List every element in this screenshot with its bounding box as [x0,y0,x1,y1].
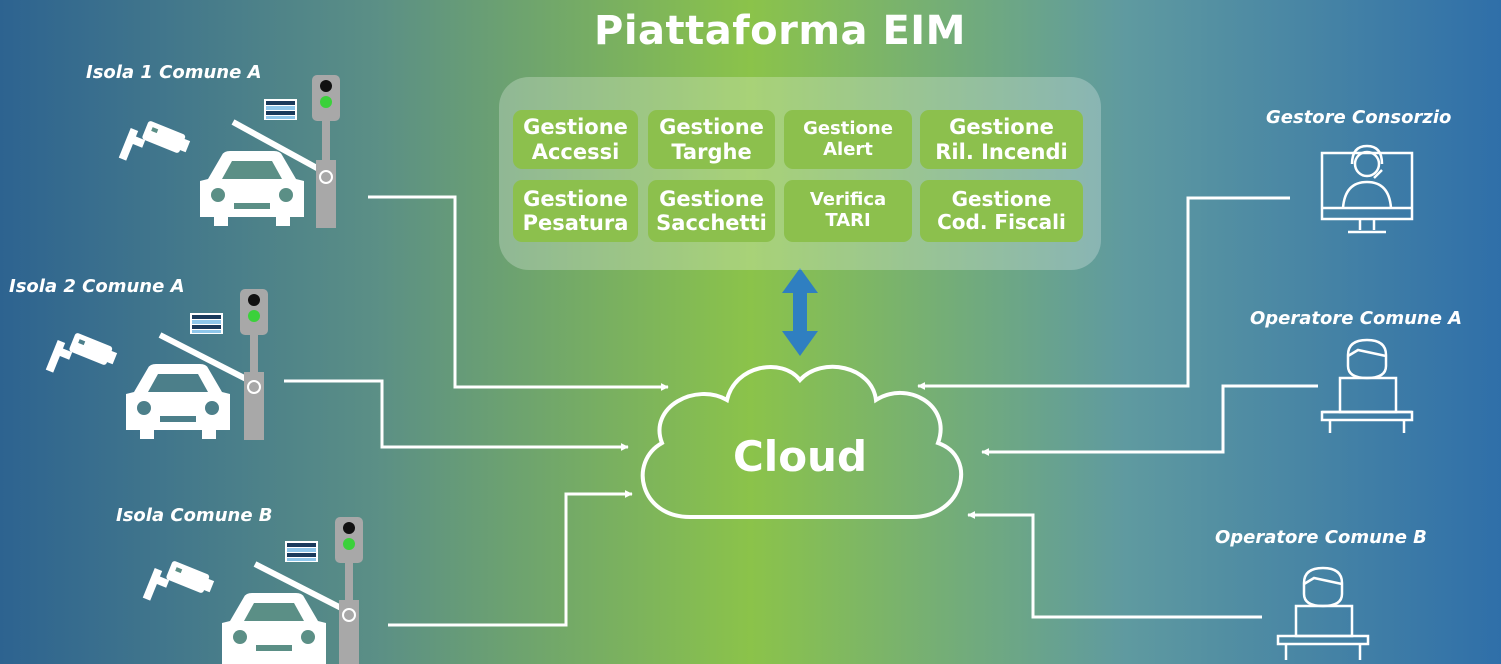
traffic-light-icon [335,517,363,603]
module-gestione-sacchetti: Gestione Sacchetti [648,180,775,242]
module-line2: TARI [825,210,871,231]
module-line1: Gestione [659,115,764,140]
connector-operatore-b [967,511,1262,619]
traffic-light-icon [312,75,340,161]
module-gestione-accessi: Gestione Accessi [513,110,638,169]
user-label-gestore: Gestore Consorzio [1266,107,1452,128]
plate-flag-icon [285,541,318,562]
connector-gestore [917,196,1290,390]
module-gestione-targhe: Gestione Targhe [648,110,775,169]
cloud-label: Cloud [732,432,868,481]
platform-title: Piattaforma EIM [594,8,966,54]
traffic-light-icon [240,289,268,375]
module-line1: Gestione [523,186,628,211]
operator-laptop-icon [1276,566,1370,660]
support-monitor-icon [1320,144,1414,234]
user-label-operatore-a: Operatore Comune A [1250,308,1463,329]
connector-operatore-a [981,384,1318,456]
operator-laptop-icon [1320,338,1414,433]
car-icon [200,151,304,226]
module-line2: Targhe [671,139,752,164]
plate-flag-icon [264,99,297,120]
site-isola1-drawing [118,75,340,228]
site-isola-b-drawing [142,517,363,664]
cctv-camera-icon [45,333,118,373]
module-gestione-cod-fiscali: Gestione Cod. Fiscali [920,180,1083,242]
module-gestione-ril-incendi: Gestione Ril. Incendi [920,110,1083,169]
module-verifica-tari: Verifica TARI [784,180,912,242]
module-line2: Ril. Incendi [935,139,1068,164]
bidirectional-arrow-icon [782,268,818,356]
connector-isola2 [284,379,629,451]
module-line2: Sacchetti [656,211,767,235]
platform-modules-panel: Gestione Accessi Gestione Targhe Gestion… [499,77,1101,270]
barrier-gate-icon [231,119,336,228]
module-line2: Cod. Fiscali [937,210,1066,234]
module-line1: Gestione [803,117,893,139]
module-line1: Verifica [809,189,887,211]
module-gestione-alert: Gestione Alert [784,110,912,169]
car-icon [126,364,230,439]
site-label-isola1: Isola 1 Comune A [86,62,262,83]
connector-isola-b [388,490,633,627]
cctv-camera-icon [142,561,215,601]
module-line1: Gestione [659,186,764,211]
site-isola2-drawing [45,289,268,440]
plate-flag-icon [190,313,223,334]
site-label-isola2: Isola 2 Comune A [9,276,185,297]
cloud-shape [640,364,964,519]
module-line2: Alert [823,138,873,160]
module-line2: Pesatura [522,211,629,235]
module-gestione-pesatura: Gestione Pesatura [513,180,638,242]
module-line2: Accessi [531,139,620,164]
module-line1: Gestione [523,115,628,140]
car-icon [222,593,326,664]
module-line1: Gestione [951,187,1052,211]
cctv-camera-icon [118,121,191,161]
barrier-gate-icon [158,332,264,440]
barrier-gate-icon [253,561,359,664]
connector-isola1 [368,195,669,391]
module-line1: Gestione [949,115,1054,140]
site-label-isola-b: Isola Comune B [116,505,273,526]
user-label-operatore-b: Operatore Comune B [1215,527,1427,548]
